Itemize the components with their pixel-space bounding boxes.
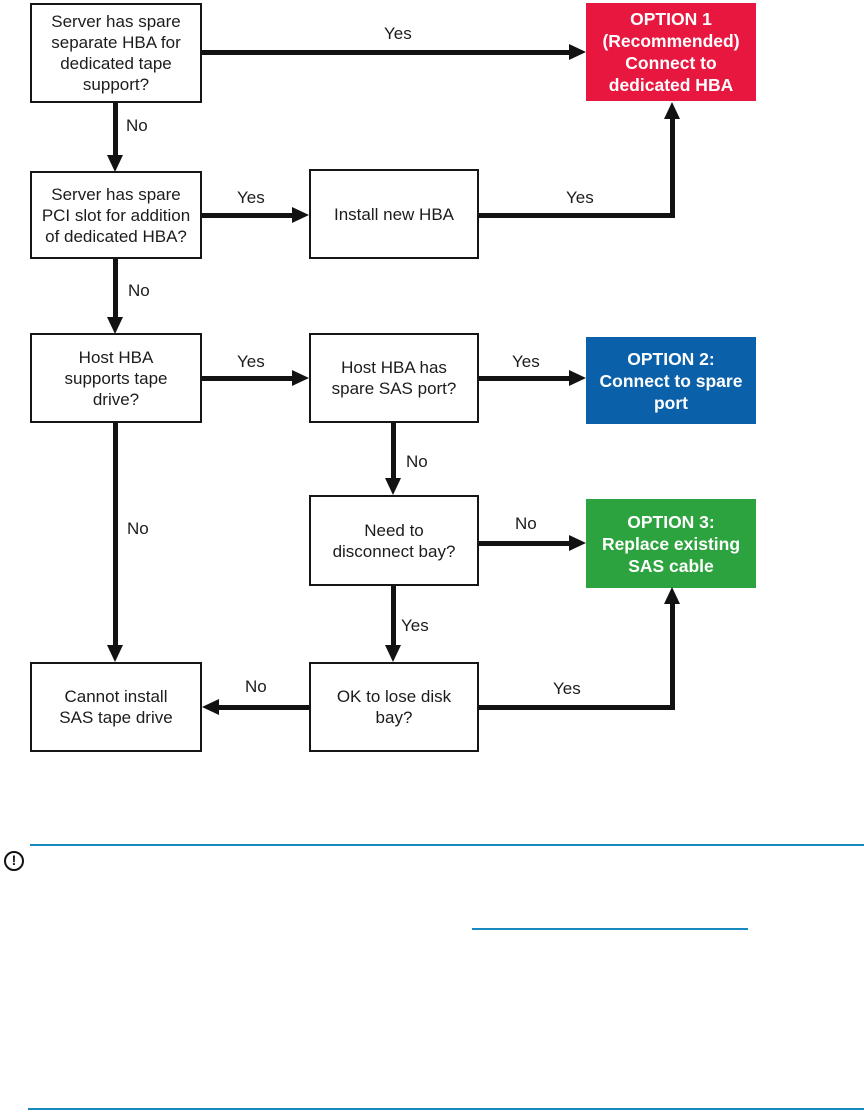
flowchart-box-spare-hba: Server has spare separate HBA for dedica… [30, 3, 202, 103]
flowchart-box-supports-tape: Host HBA supports tape drive? [30, 333, 202, 423]
flowchart-option-1-box: OPTION 1 (Recommended) Connect to dedica… [586, 3, 756, 101]
edge-label-no: No [406, 452, 428, 471]
arrow-line [113, 259, 118, 318]
edge-label-yes: Yes [237, 188, 265, 207]
edge-label-no: No [127, 519, 149, 538]
edge-label-yes: Yes [401, 616, 429, 635]
flowchart-box-cannot-install: Cannot install SAS tape drive [30, 662, 202, 752]
edge-label-no: No [515, 514, 537, 533]
flowchart-box-ok-lose-bay: OK to lose disk bay? [309, 662, 479, 752]
page-bottom-rule [28, 1108, 864, 1110]
hyperlink-underline[interactable] [472, 928, 748, 930]
edge-label-yes: Yes [384, 24, 412, 43]
edge-label-yes: Yes [553, 679, 581, 698]
arrowhead-icon [385, 478, 401, 495]
flowchart-option-3-box: OPTION 3: Replace existing SAS cable [586, 499, 756, 588]
edge-label-no: No [126, 116, 148, 135]
arrowhead-icon [569, 44, 586, 60]
arrow-line [113, 103, 118, 156]
arrow-line [202, 376, 293, 381]
arrow-line [479, 541, 569, 546]
arrowhead-icon [385, 645, 401, 662]
arrow-line [391, 586, 396, 646]
arrow-line [670, 119, 675, 218]
arrowhead-icon [107, 645, 123, 662]
edge-label-no: No [245, 677, 267, 696]
arrowhead-icon [569, 370, 586, 386]
arrowhead-icon [292, 370, 309, 386]
arrowhead-icon [202, 699, 219, 715]
arrowhead-icon [107, 317, 123, 334]
arrowhead-icon [292, 207, 309, 223]
arrow-line [479, 213, 675, 218]
edge-label-yes: Yes [566, 188, 594, 207]
edge-label-yes: Yes [512, 352, 540, 371]
edge-label-yes: Yes [237, 352, 265, 371]
arrow-line [479, 376, 570, 381]
arrow-line [202, 213, 293, 218]
admonition-top-rule [30, 844, 864, 846]
flowchart-box-need-disconnect: Need to disconnect bay? [309, 495, 479, 586]
arrow-line [218, 705, 309, 710]
arrow-line [670, 603, 675, 710]
important-icon: ! [4, 851, 24, 871]
arrow-line [113, 423, 118, 646]
arrowhead-icon [664, 102, 680, 119]
edge-label-no: No [128, 281, 150, 300]
arrow-line [391, 423, 396, 479]
flowchart-box-install-hba: Install new HBA [309, 169, 479, 259]
arrowhead-icon [107, 155, 123, 172]
flowchart-option-2-box: OPTION 2: Connect to spare port [586, 337, 756, 424]
arrow-line [479, 705, 675, 710]
arrow-line [202, 50, 570, 55]
flowchart-box-spare-sas-port: Host HBA has spare SAS port? [309, 333, 479, 423]
arrowhead-icon [569, 535, 586, 551]
arrowhead-icon [664, 587, 680, 604]
flowchart-box-spare-pci: Server has spare PCI slot for addition o… [30, 171, 202, 259]
